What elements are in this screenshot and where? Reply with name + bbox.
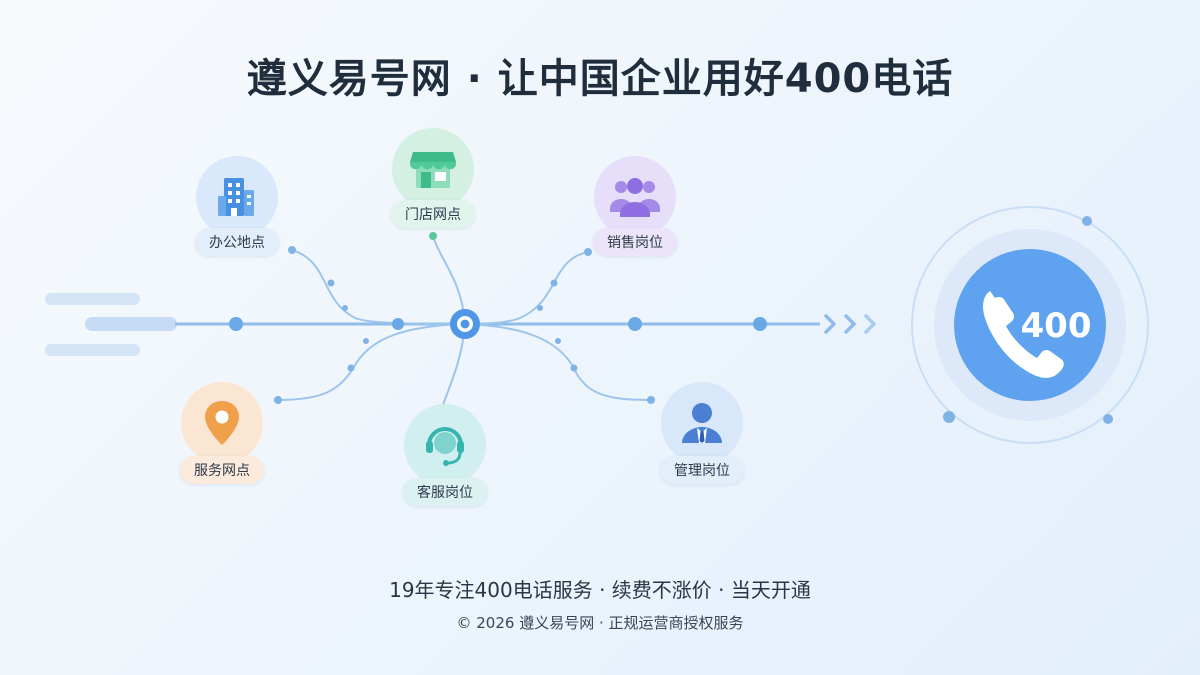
node-sales: 销售岗位	[585, 156, 685, 276]
branch-service-point	[277, 323, 466, 401]
node-management: 管理岗位	[652, 382, 752, 502]
main-dot	[753, 317, 767, 331]
manager-icon	[682, 403, 722, 443]
storefront-icon	[410, 152, 456, 188]
phone-number: 400	[1021, 306, 1092, 346]
branch-sales	[464, 251, 589, 325]
branch-dot	[555, 338, 561, 344]
branch-dot	[363, 338, 369, 344]
node-customer-service-label: 客服岗位	[403, 478, 487, 506]
node-service-point-circle	[181, 382, 263, 464]
branch-dot	[570, 364, 578, 372]
building-icon	[218, 178, 254, 216]
orbit-dot	[1082, 216, 1092, 226]
footer-copyright: © 2026 遵义易号网 · 正规运营商授权服务	[456, 614, 744, 632]
node-office: 办公地点	[187, 156, 287, 276]
chevron-right-icon	[844, 314, 856, 334]
orbit-dot	[1103, 414, 1113, 424]
location-pin-icon	[205, 401, 239, 445]
phone-badge-graphic: 400	[911, 206, 1149, 444]
node-customer-service-circle	[404, 404, 486, 486]
main-dot	[392, 318, 404, 330]
phone-400-badge: 400	[906, 205, 1156, 445]
chevron-right-icon	[864, 314, 876, 334]
node-service-point: 服务网点	[172, 382, 272, 502]
branch-office	[291, 249, 466, 325]
footer-tagline: 19年专注400电话服务 · 续费不涨价 · 当天开通	[389, 578, 811, 602]
node-customer-service: 客服岗位	[395, 404, 495, 524]
branch-dot	[429, 232, 437, 240]
node-service-point-label: 服务网点	[180, 456, 264, 484]
phone-icon	[983, 291, 1064, 378]
speed-line	[45, 293, 140, 305]
speed-line	[45, 344, 140, 356]
node-sales-circle	[594, 156, 676, 238]
branch-dot	[647, 396, 655, 404]
page-title: 遵义易号网 · 让中国企业用好400电话	[246, 56, 954, 102]
node-management-label: 管理岗位	[660, 456, 744, 484]
branch-dot	[288, 246, 296, 254]
branch-dot	[537, 305, 543, 311]
chevron-right-icon	[824, 314, 836, 334]
node-store: 门店网点	[383, 128, 483, 248]
outer-ring	[911, 206, 1149, 444]
node-store-circle	[392, 128, 474, 210]
phone-circle	[954, 249, 1106, 401]
node-sales-label: 销售岗位	[593, 228, 677, 256]
node-office-circle	[196, 156, 278, 238]
speed-line	[85, 317, 177, 331]
orbit-dot	[943, 411, 955, 423]
main-dot	[628, 317, 642, 331]
group-icon	[610, 178, 660, 217]
branch-management	[464, 323, 652, 401]
hub-center	[460, 319, 470, 329]
branch-dot	[347, 364, 355, 372]
branch-dot	[274, 396, 282, 404]
headset-icon	[426, 427, 464, 466]
branch-dot	[550, 279, 558, 287]
node-store-label: 门店网点	[391, 200, 475, 228]
branch-dot	[584, 248, 592, 256]
branch-dot	[327, 279, 335, 287]
node-office-label: 办公地点	[195, 228, 279, 256]
branch-dot	[342, 305, 348, 311]
node-management-circle	[661, 382, 743, 464]
main-dot	[229, 317, 243, 331]
